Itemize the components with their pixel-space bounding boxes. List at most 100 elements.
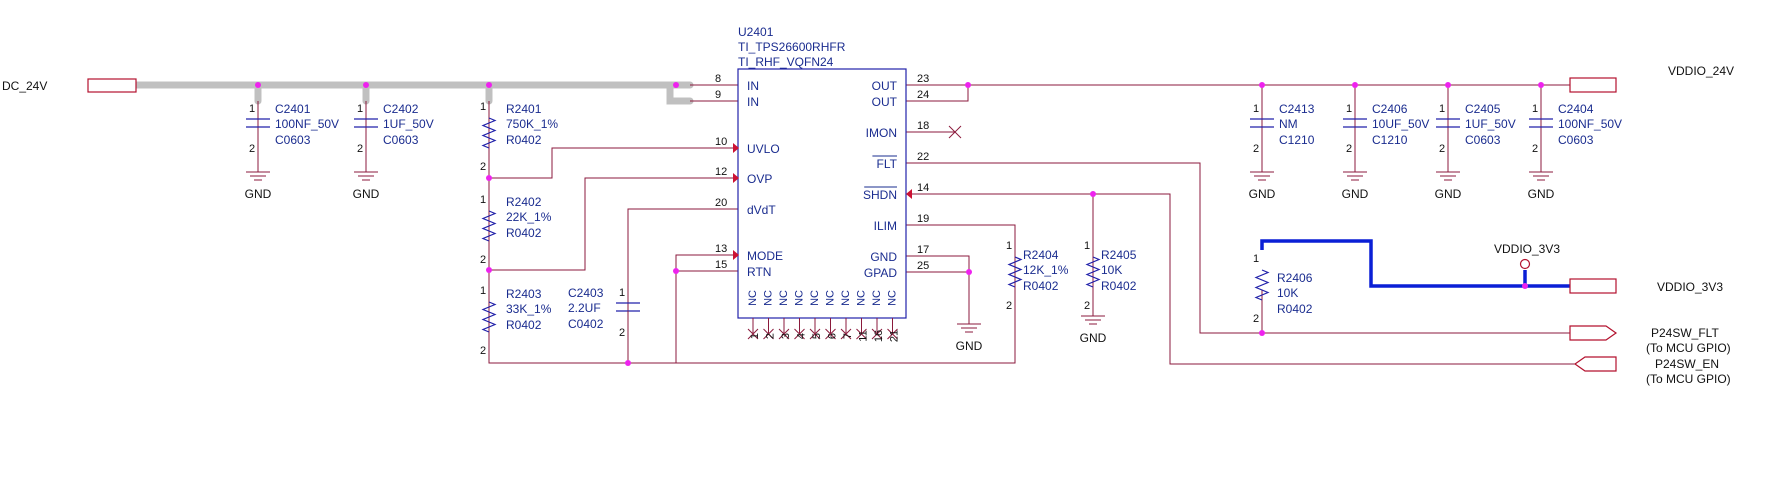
gnd-symbol: GND — [1249, 166, 1276, 201]
ic-pin-number: 13 — [715, 243, 727, 255]
gnd-label: GND — [1249, 187, 1276, 201]
pin-2-mark: 2 — [1253, 313, 1259, 325]
component-package: R0402 — [506, 226, 542, 240]
nc-cross — [809, 328, 821, 340]
dc-24v-port[interactable]: DC_24V — [2, 78, 137, 93]
gnd-label: GND — [353, 187, 380, 201]
junction-dot — [486, 175, 492, 181]
p24sw-en-port[interactable]: P24SW_EN (To MCU GPIO) — [1573, 356, 1731, 386]
gnd-symbol: GND — [1080, 310, 1107, 345]
nc-pin-number: 1 — [749, 333, 761, 339]
vddio-24v-port[interactable]: VDDIO_24V — [1569, 64, 1734, 93]
ic-pin-name-imon: IMON — [866, 126, 897, 140]
resistor-zigzag — [481, 117, 497, 149]
vddio-3v3-label: VDDIO_3V3 — [1657, 280, 1723, 294]
nc-cross — [856, 328, 867, 340]
pin-2-mark: 2 — [480, 254, 486, 266]
vddio-3v3-flag[interactable]: VDDIO_3V3 — [1494, 242, 1560, 270]
p24sw-flt-port[interactable]: P24SW_FLT (To MCU GPIO) — [1569, 325, 1731, 355]
component-package: C0603 — [1465, 133, 1501, 147]
junction-dot — [1259, 82, 1265, 88]
pin-input-arrow — [906, 189, 912, 199]
gnd-symbol: GND — [956, 318, 983, 353]
ic-pin-name-gnd: GND — [870, 250, 897, 264]
gnd-symbol: GND — [353, 166, 380, 201]
vddio-24v-connector — [1569, 77, 1617, 93]
pin-2-mark: 2 — [1084, 300, 1090, 312]
pin-1-mark: 1 — [480, 194, 486, 206]
nc-pin-number: 7 — [842, 333, 854, 339]
ic-pin-name-uvlo: UVLO — [747, 142, 780, 156]
nc-pin-label: NC — [825, 290, 837, 306]
input-cap-wires — [257, 101, 367, 166]
ic-pin-name-ovp: OVP — [747, 172, 772, 186]
junction-dot — [673, 268, 679, 274]
component-ref: R2405 — [1101, 248, 1137, 262]
nc-pin-label: NC — [856, 290, 868, 306]
nc-pin-label: NC — [840, 290, 852, 306]
pin-input-arrow — [733, 250, 739, 260]
ic-pin-number: 23 — [917, 73, 929, 85]
gnd-symbol: GND — [1435, 166, 1462, 201]
component-value: 2.2UF — [568, 301, 601, 315]
dc-24v-bus — [114, 81, 694, 105]
nc-cross — [763, 328, 774, 340]
nc-pin-number: 3 — [780, 333, 792, 339]
nc-pin-number: 5 — [811, 333, 823, 339]
pin-1-mark: 1 — [480, 285, 486, 297]
components: 12C2401100NF_50VC060312C24021UF_50VC0603… — [246, 101, 1622, 363]
pin-1-mark: 1 — [357, 103, 363, 115]
gnd-label: GND — [245, 187, 272, 201]
gnd-symbol: GND — [1342, 166, 1369, 201]
component-value: 10K — [1101, 263, 1122, 277]
pin-2-mark: 2 — [1346, 143, 1352, 155]
ic-pin-number: 22 — [917, 151, 929, 163]
component-package: R0402 — [1023, 279, 1059, 293]
nc-pin-label: NC — [778, 290, 790, 306]
p24sw-en-note: (To MCU GPIO) — [1646, 372, 1731, 386]
pin-2-mark: 2 — [480, 161, 486, 173]
ic-pin-number: 17 — [917, 244, 929, 256]
junction-dot — [255, 82, 261, 88]
flt-wire — [906, 162, 1570, 334]
nc-pin-number: 11 — [858, 330, 870, 341]
output-cap-wires — [1261, 85, 1542, 166]
ic-body — [737, 68, 907, 319]
component-ref: C2405 — [1465, 102, 1501, 116]
pin-input-arrow — [733, 173, 739, 183]
ic-pin-name-gpad: GPAD — [864, 266, 897, 280]
vddio-3v3-flag-label: VDDIO_3V3 — [1494, 242, 1560, 256]
pin-2-mark: 2 — [1253, 143, 1259, 155]
junction-dot — [965, 82, 971, 88]
component-package: R0402 — [1101, 279, 1137, 293]
pin-1-mark: 1 — [1346, 103, 1352, 115]
component-value: 1UF_50V — [383, 117, 434, 131]
junction-dot — [625, 360, 631, 366]
vddio-3v3-port[interactable]: VDDIO_3V3 — [1569, 278, 1723, 294]
component-ref: C2404 — [1558, 102, 1594, 116]
pin-2-mark: 2 — [357, 143, 363, 155]
component-value: 100NF_50V — [1558, 117, 1622, 131]
ic-pin-name-dvdt: dVdT — [747, 203, 776, 217]
ic-pin-name-ilim: ILIM — [874, 219, 897, 233]
nc-cross — [747, 328, 759, 340]
vddio-3v3-flag-circle — [1519, 258, 1531, 270]
component-package: R0402 — [506, 318, 542, 332]
gnd-label: GND — [1342, 187, 1369, 201]
